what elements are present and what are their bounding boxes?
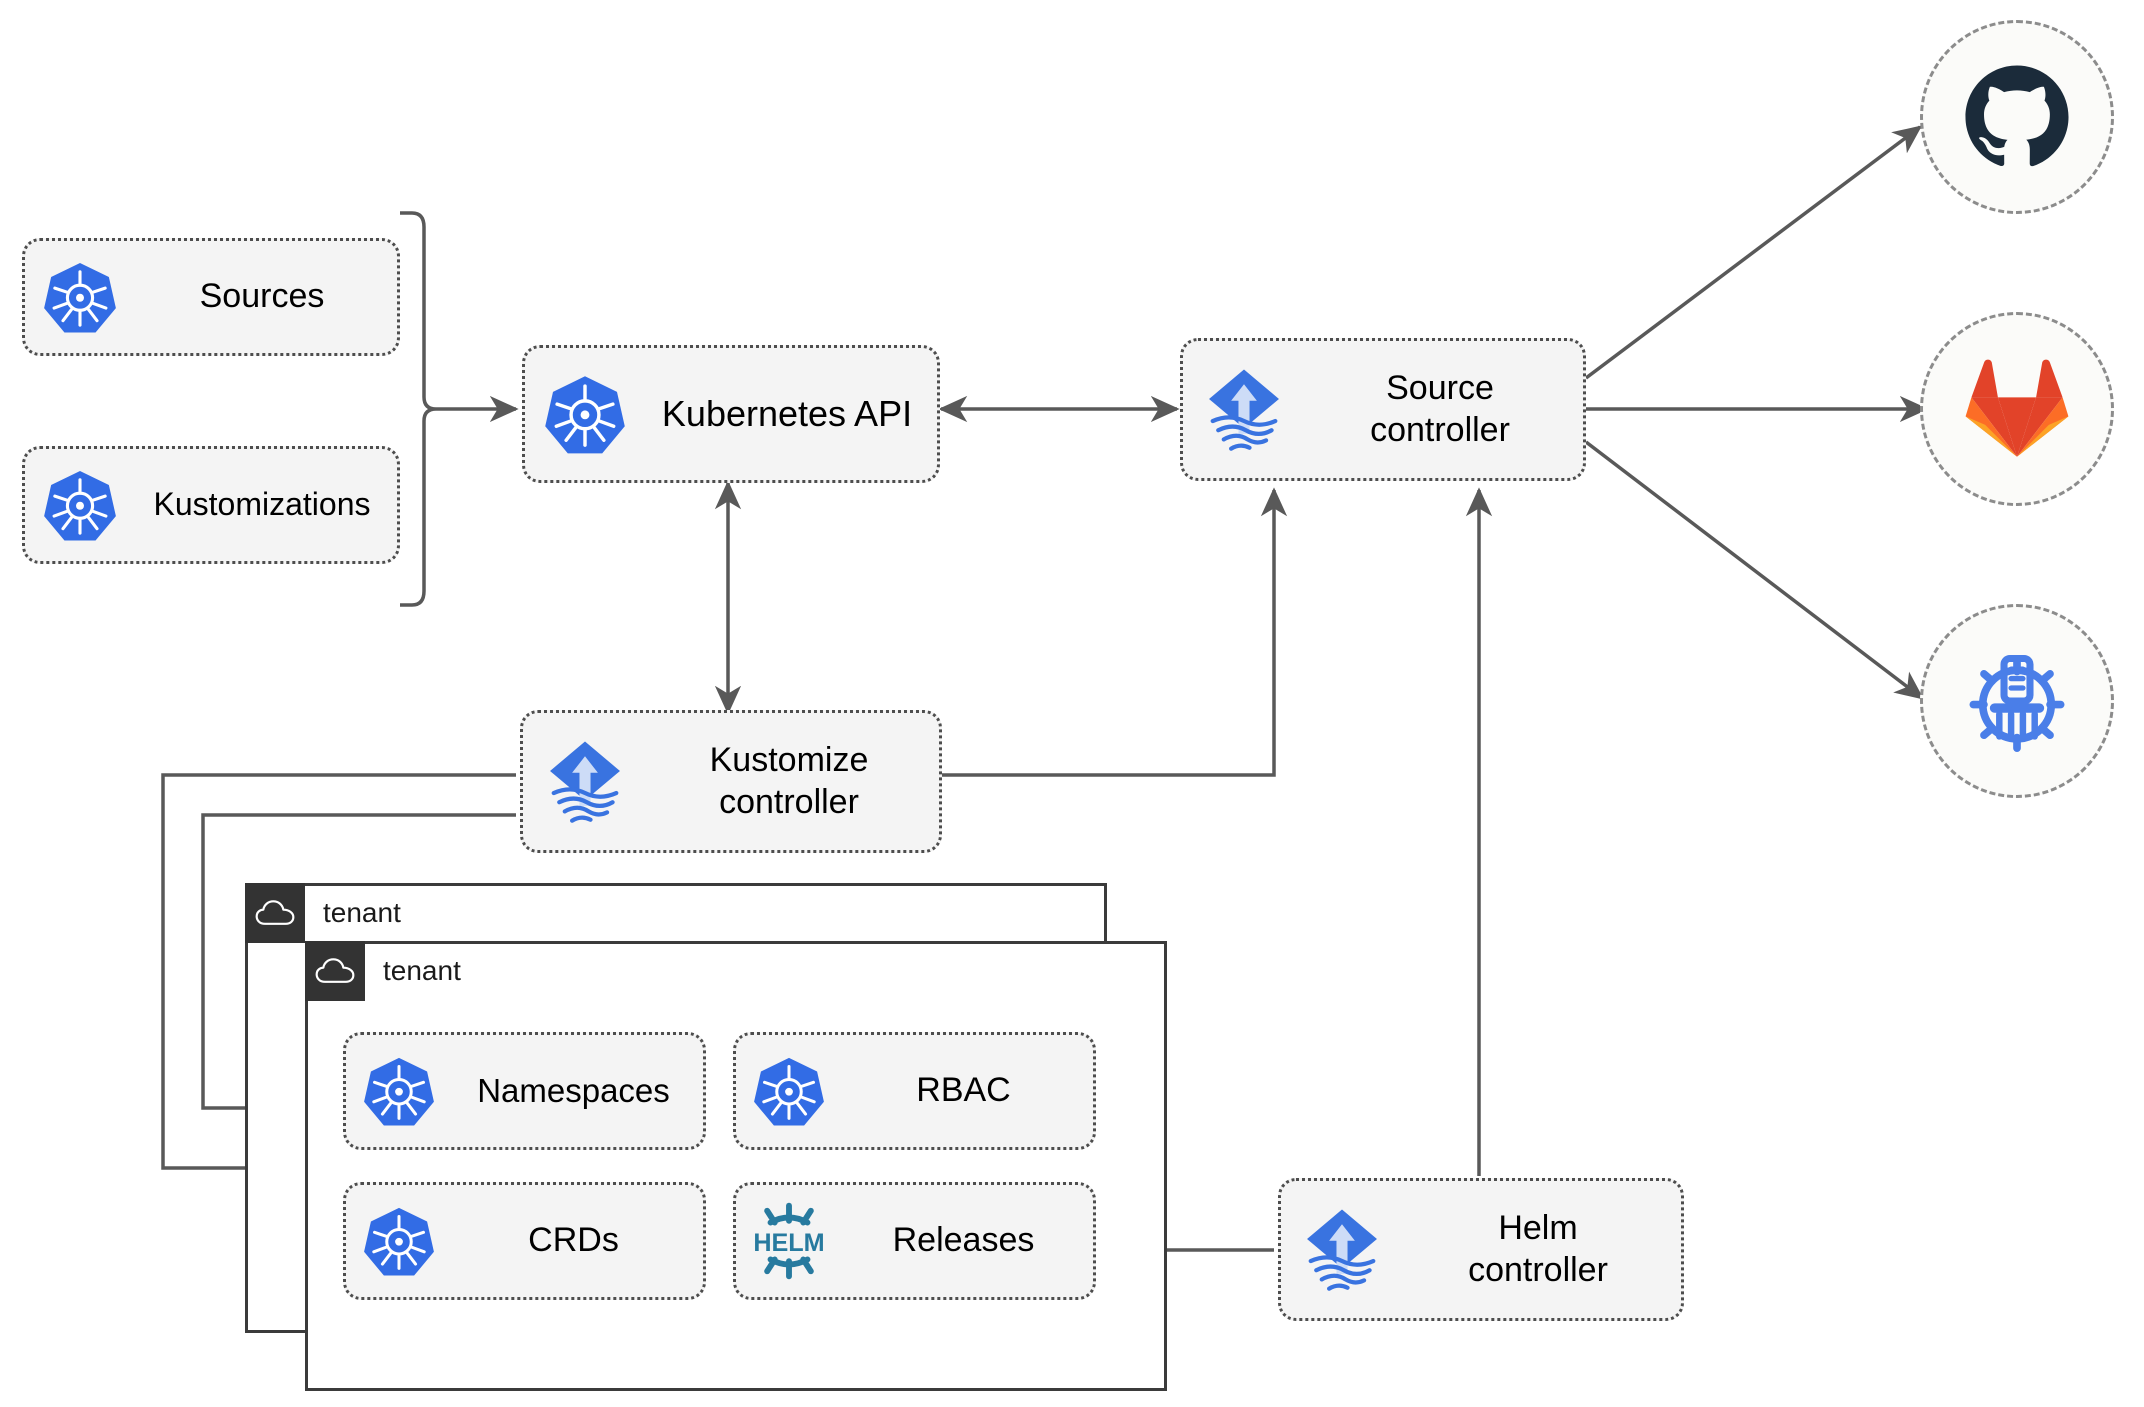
node-label: Source controller	[1370, 369, 1510, 449]
kubernetes-icon	[346, 1205, 452, 1277]
svg-text:HELM: HELM	[753, 1229, 824, 1257]
node-label: RBAC	[916, 1071, 1011, 1110]
gitlab-icon	[1964, 359, 2070, 459]
tenant-label: tenant	[323, 897, 401, 928]
flux-icon	[1183, 364, 1305, 456]
kubernetes-icon	[25, 468, 135, 542]
kubernetes-icon	[346, 1055, 452, 1127]
tenant-tab: tenant	[245, 883, 401, 943]
node-label: Namespaces	[477, 1071, 670, 1109]
wire-sourcecontroller-github	[1584, 125, 1923, 380]
node-label: Sources	[199, 277, 325, 316]
kubernetes-icon	[25, 260, 135, 334]
tenant-label: tenant	[383, 955, 461, 986]
group-bracket	[400, 211, 437, 607]
node-source-controller[interactable]: Source controller	[1180, 338, 1586, 481]
external-source-helm-repository[interactable]	[1920, 604, 2114, 798]
kubernetes-icon	[736, 1055, 842, 1127]
node-label: Kustomizations	[153, 486, 371, 523]
node-label: Releases	[892, 1221, 1035, 1260]
external-source-github[interactable]	[1920, 20, 2114, 214]
node-crds[interactable]: CRDs	[343, 1182, 706, 1300]
tenant-card-front[interactable]: tenant	[305, 941, 1167, 1391]
node-kustomizations[interactable]: Kustomizations	[22, 446, 400, 564]
wire-sourcecontroller-ociregistry	[1584, 440, 1925, 700]
node-kubernetes-api[interactable]: Kubernetes API	[522, 345, 940, 483]
node-label: Kustomize controller	[709, 741, 869, 821]
node-sources[interactable]: Sources	[22, 238, 400, 356]
tenant-tab: tenant	[305, 941, 461, 1001]
kubernetes-icon	[525, 373, 645, 455]
node-rbac[interactable]: RBAC	[733, 1032, 1096, 1150]
wire-kustomizecontroller-sourcecontroller	[941, 487, 1288, 777]
helm-icon: HELM	[736, 1199, 842, 1283]
flux-icon	[523, 736, 647, 828]
node-releases[interactable]: HELM Releases	[733, 1182, 1096, 1300]
node-helm-controller[interactable]: Helm controller	[1278, 1178, 1684, 1321]
cloud-icon	[305, 941, 365, 1001]
node-kustomize-controller[interactable]: Kustomize controller	[520, 710, 942, 853]
node-label: CRDs	[528, 1221, 619, 1260]
flux-icon	[1281, 1204, 1403, 1296]
helm-repository-icon	[1958, 642, 2076, 760]
node-namespaces[interactable]: Namespaces	[343, 1032, 706, 1150]
node-label: Kubernetes API	[661, 393, 913, 435]
github-icon	[1961, 61, 2073, 173]
external-source-gitlab[interactable]	[1920, 312, 2114, 506]
cloud-icon	[245, 883, 305, 943]
node-label: Helm controller	[1468, 1209, 1608, 1289]
